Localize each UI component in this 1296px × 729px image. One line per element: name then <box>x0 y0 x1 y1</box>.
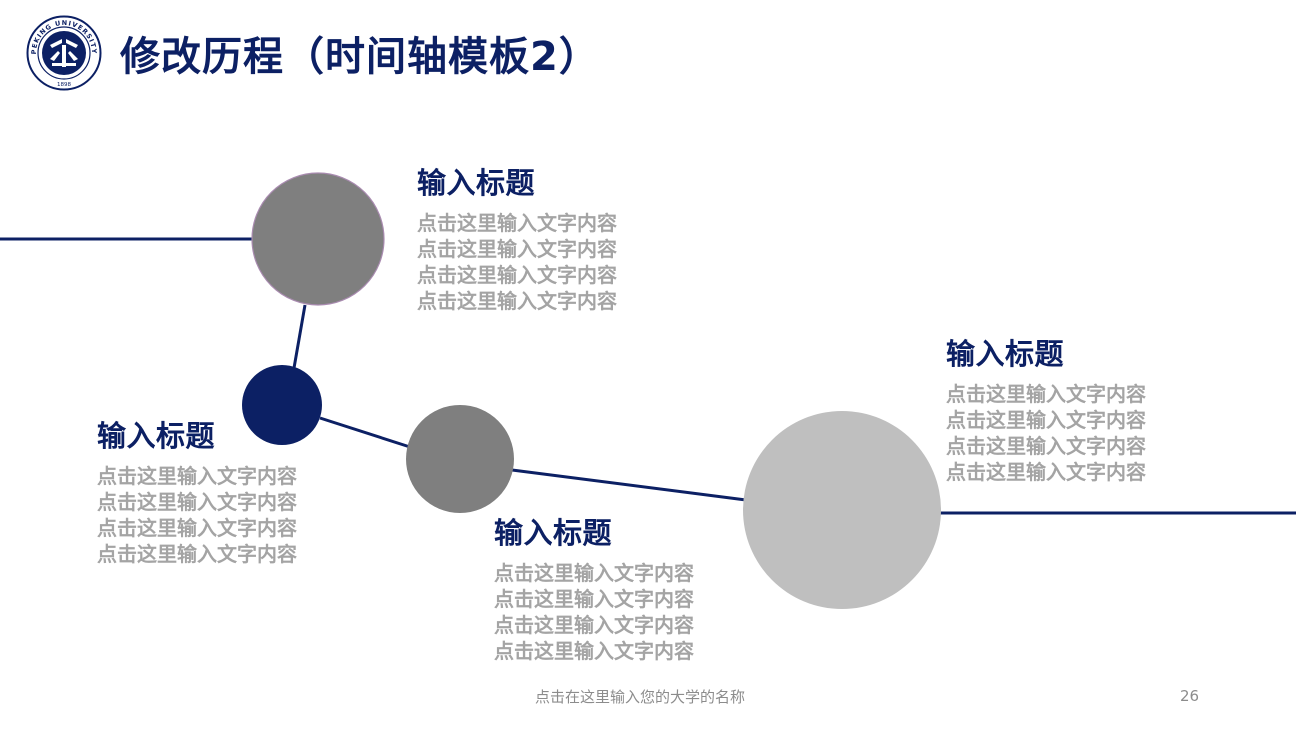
item-text-line[interactable]: 点击这里输入文字内容 <box>946 382 1146 406</box>
item-text-line[interactable]: 点击这里输入文字内容 <box>417 237 617 261</box>
item-text-line[interactable]: 点击这里输入文字内容 <box>97 542 297 566</box>
item-text-line[interactable]: 点击这里输入文字内容 <box>494 639 694 663</box>
page-number: 26 <box>1180 687 1200 705</box>
item-text-line[interactable]: 点击这里输入文字内容 <box>494 561 694 585</box>
item-text-line[interactable]: 点击这里输入文字内容 <box>417 289 617 313</box>
item-text-line[interactable]: 点击这里输入文字内容 <box>494 587 694 611</box>
item-title[interactable]: 输入标题 <box>97 419 216 453</box>
item-text-line[interactable]: 点击这里输入文字内容 <box>946 434 1146 458</box>
timeline-connector-3 <box>511 468 747 502</box>
timeline-node-4 <box>743 411 941 609</box>
item-text-line[interactable]: 点击这里输入文字内容 <box>417 211 617 235</box>
timeline-item-bottom: 输入标题 点击这里输入文字内容 点击这里输入文字内容 点击这里输入文字内容 点击… <box>494 510 694 664</box>
item-title[interactable]: 输入标题 <box>417 166 536 200</box>
timeline-item-right: 输入标题 点击这里输入文字内容 点击这里输入文字内容 点击这里输入文字内容 点击… <box>946 331 1146 485</box>
item-text-line[interactable]: 点击这里输入文字内容 <box>946 408 1146 432</box>
timeline-connector-2 <box>319 416 411 449</box>
page-title: 修改历程（时间轴模板2） <box>120 34 600 80</box>
item-text-line[interactable]: 点击这里输入文字内容 <box>417 263 617 287</box>
item-text-line[interactable]: 点击这里输入文字内容 <box>97 464 297 488</box>
timeline-node-2 <box>242 365 322 445</box>
item-text-line[interactable]: 点击这里输入文字内容 <box>97 490 297 514</box>
item-title[interactable]: 输入标题 <box>946 337 1065 371</box>
item-text-line[interactable]: 点击这里输入文字内容 <box>494 613 694 637</box>
timeline-item-top: 输入标题 点击这里输入文字内容 点击这里输入文字内容 点击这里输入文字内容 点击… <box>417 160 617 314</box>
svg-text:1898: 1898 <box>57 82 71 88</box>
timeline-connector-1 <box>292 304 307 369</box>
footer-university-name[interactable]: 点击在这里输入您的大学的名称 <box>535 688 746 706</box>
timeline-node-1 <box>251 172 385 306</box>
timeline-node-3 <box>406 405 514 513</box>
peking-university-seal-icon: PEKING UNIVERSITY 1898 <box>26 15 102 91</box>
item-text-line[interactable]: 点击这里输入文字内容 <box>946 460 1146 484</box>
item-title[interactable]: 输入标题 <box>494 516 613 550</box>
item-text-line[interactable]: 点击这里输入文字内容 <box>97 516 297 540</box>
timeline-item-left: 输入标题 点击这里输入文字内容 点击这里输入文字内容 点击这里输入文字内容 点击… <box>97 413 297 567</box>
